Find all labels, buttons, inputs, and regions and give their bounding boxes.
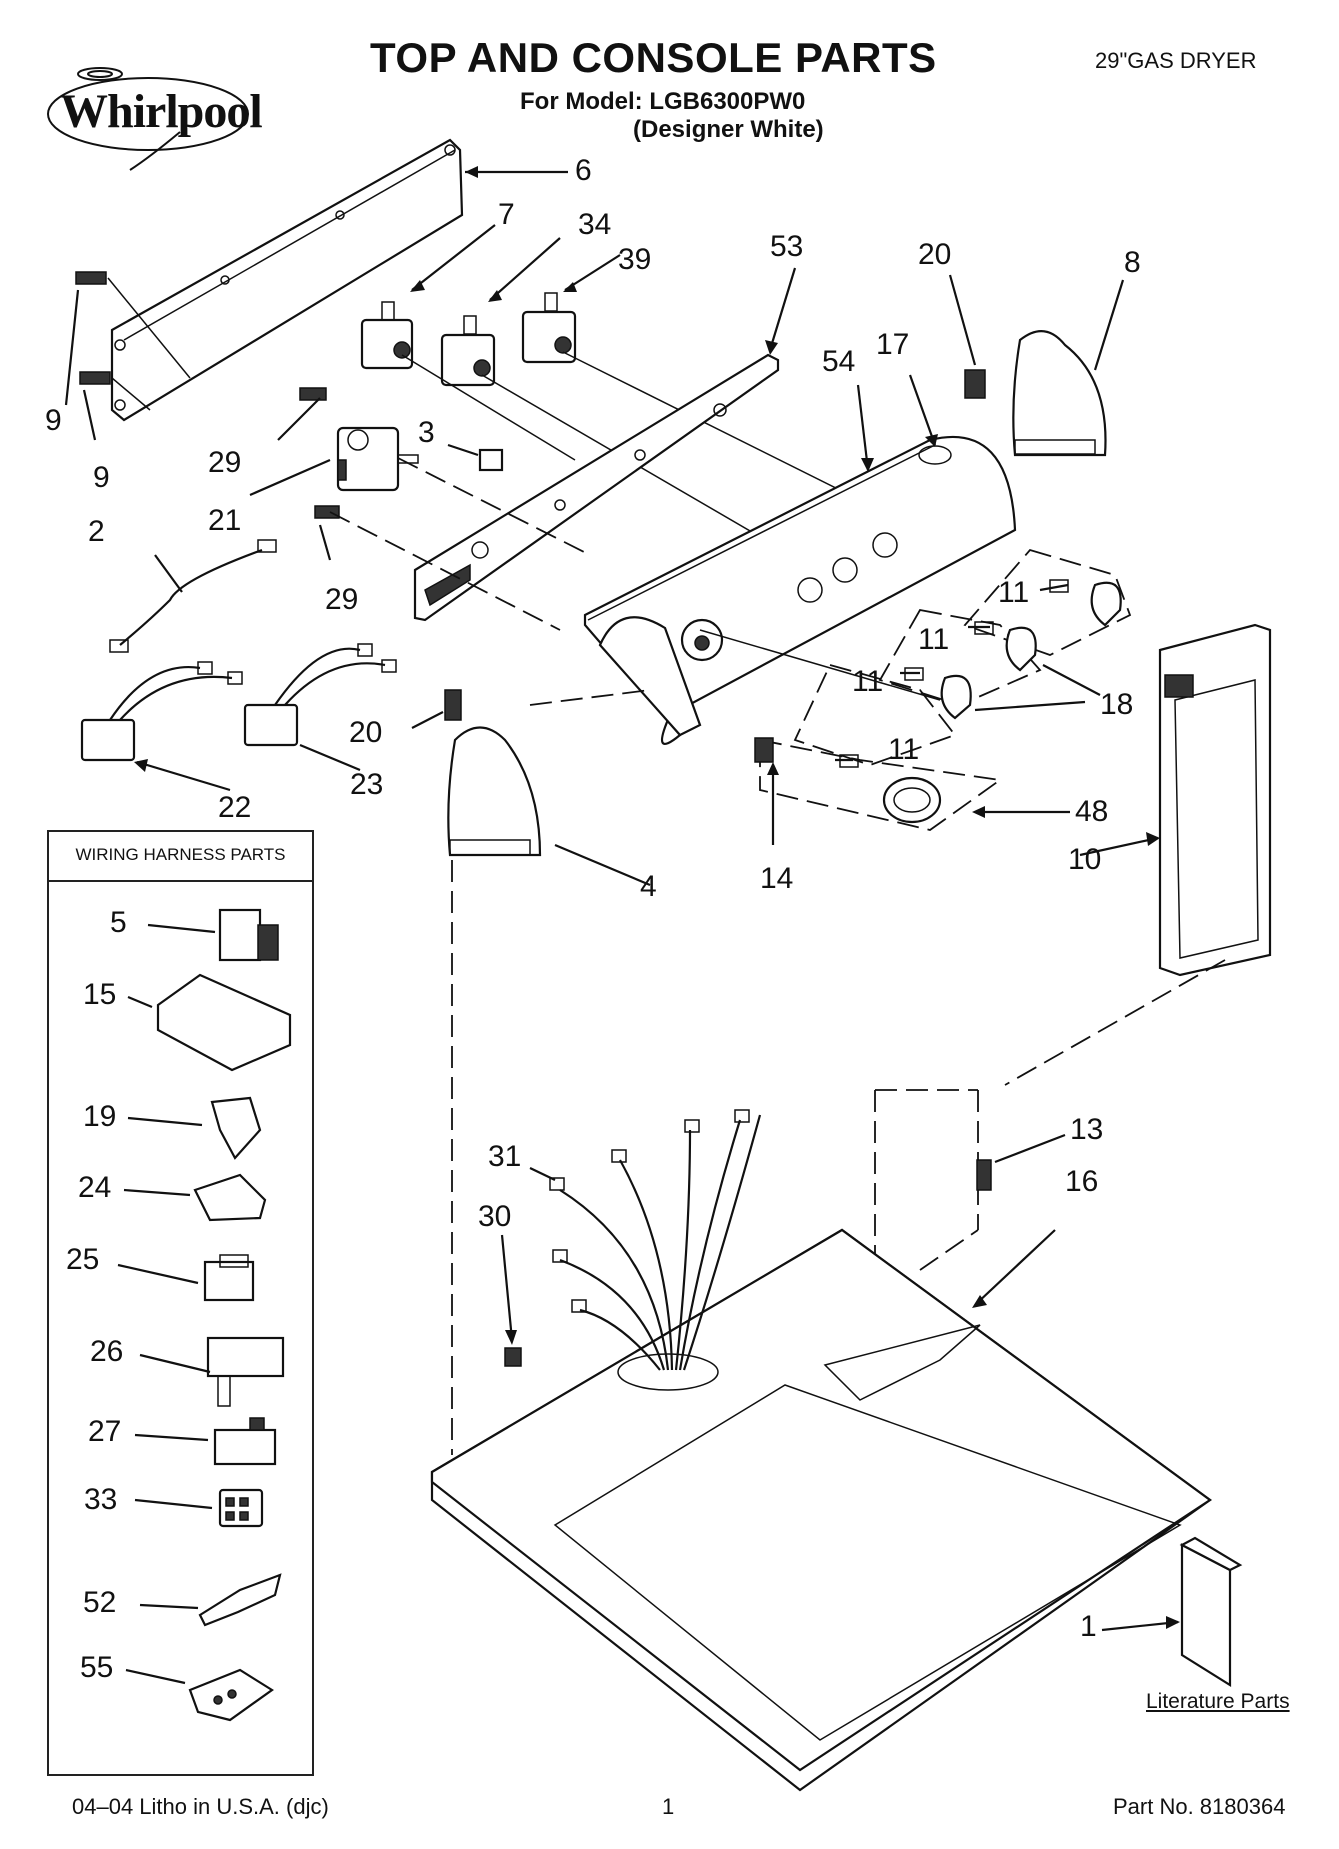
whirlpool-logo: Whirlpool xyxy=(30,62,270,172)
callout-39: 39 xyxy=(618,243,652,276)
callout-10: 10 xyxy=(1068,843,1102,876)
part-39-switch xyxy=(521,292,577,364)
part-3-clip xyxy=(478,448,504,472)
harness-label-52: 52 xyxy=(83,1586,117,1619)
callout-20-upper: 20 xyxy=(918,238,952,271)
part-34-switch xyxy=(440,315,496,387)
harness-label-55: 55 xyxy=(80,1651,114,1684)
part-10-lint-screen xyxy=(1158,623,1272,977)
model-line: For Model: LGB6300PW0 xyxy=(520,88,806,115)
part-9-screws xyxy=(75,271,111,385)
footer-part-number: Part No. 8180364 xyxy=(1113,1794,1286,1819)
callout-22: 22 xyxy=(218,791,252,824)
part-31-wire-bundle xyxy=(549,1109,762,1371)
variant-line: (Designer White) xyxy=(633,116,824,143)
harness-label-15: 15 xyxy=(83,978,117,1011)
callout-16: 16 xyxy=(1065,1165,1099,1198)
callout-30: 30 xyxy=(478,1200,512,1233)
part-2-wire xyxy=(109,539,277,653)
harness-part-55 xyxy=(188,1668,274,1722)
part-4-end-cap-left xyxy=(447,726,542,857)
footer-litho: 04–04 Litho in U.S.A. (djc) xyxy=(72,1794,329,1819)
harness-part-25 xyxy=(203,1254,255,1302)
callout-48: 48 xyxy=(1075,795,1109,828)
page-title: TOP AND CONSOLE PARTS xyxy=(370,34,937,81)
harness-part-15 xyxy=(156,973,292,1072)
callout-9-upper: 9 xyxy=(45,404,62,437)
part-16-top-panel xyxy=(430,1228,1212,1792)
callout-29-lower: 29 xyxy=(325,583,359,616)
part-13-screw xyxy=(976,1159,992,1191)
harness-part-24 xyxy=(193,1173,267,1222)
knob-assembly xyxy=(680,532,1132,831)
harness-label-24: 24 xyxy=(78,1171,112,1204)
callout-34: 34 xyxy=(578,208,612,241)
part-1-literature xyxy=(1179,1536,1243,1687)
callout-31: 31 xyxy=(488,1140,522,1173)
brand-wordmark: Whirlpool xyxy=(60,85,263,138)
callout-11-a: 11 xyxy=(998,576,1030,609)
part-21-timer xyxy=(336,426,419,492)
part-23-harness xyxy=(243,643,397,747)
wiring-harness-box xyxy=(47,830,314,1776)
harness-label-19: 19 xyxy=(83,1100,117,1133)
product-type: 29"GAS DRYER xyxy=(1095,48,1257,73)
callout-11-b: 11 xyxy=(918,623,950,656)
callout-54: 54 xyxy=(822,345,856,378)
callout-18: 18 xyxy=(1100,688,1134,721)
wiring-harness-heading: WIRING HARNESS PARTS xyxy=(47,830,314,882)
callout-29-upper: 29 xyxy=(208,446,242,479)
callout-17: 17 xyxy=(876,328,910,361)
harness-label-27: 27 xyxy=(88,1415,122,1448)
callout-6: 6 xyxy=(575,154,592,187)
literature-parts-label: Literature Parts xyxy=(1146,1690,1290,1713)
callout-2: 2 xyxy=(88,515,105,548)
callout-14: 14 xyxy=(760,862,794,895)
part-29-screw-lower xyxy=(314,505,340,519)
harness-label-26: 26 xyxy=(90,1335,124,1368)
callout-20-lower: 20 xyxy=(349,716,383,749)
swirl-icon xyxy=(47,67,249,171)
harness-part-52 xyxy=(198,1573,282,1627)
part-20-screw-lower xyxy=(444,689,462,721)
callout-53: 53 xyxy=(770,230,804,263)
callout-4: 4 xyxy=(640,870,657,903)
callout-11-c: 11 xyxy=(852,665,884,698)
harness-part-33 xyxy=(218,1488,264,1528)
part-54-console xyxy=(583,435,1017,745)
harness-label-25: 25 xyxy=(66,1243,100,1276)
callout-7: 7 xyxy=(498,198,515,231)
harness-label-5: 5 xyxy=(110,906,127,939)
harness-label-33: 33 xyxy=(84,1483,118,1516)
part-14-screw xyxy=(754,737,774,763)
part-22-harness xyxy=(80,661,243,762)
callout-8: 8 xyxy=(1124,246,1141,279)
part-30-clip xyxy=(504,1347,522,1367)
harness-part-27 xyxy=(213,1417,277,1466)
callout-23: 23 xyxy=(350,768,384,801)
part-8-end-cap-right xyxy=(1012,330,1107,457)
callout-11-d: 11 xyxy=(888,733,920,766)
part-20-screw-upper xyxy=(964,369,986,399)
harness-part-5 xyxy=(218,908,279,962)
harness-part-19 xyxy=(210,1096,262,1160)
callout-21: 21 xyxy=(208,504,242,537)
callout-9-lower: 9 xyxy=(93,461,110,494)
harness-part-26 xyxy=(206,1336,285,1407)
footer-page-number: 1 xyxy=(662,1794,675,1819)
part-29-screw-upper xyxy=(299,387,327,401)
part-6-rear-bracket xyxy=(110,138,464,422)
part-7-switch xyxy=(360,301,414,370)
callout-13: 13 xyxy=(1070,1113,1104,1146)
part-53-control-panel xyxy=(413,353,780,622)
callout-1: 1 xyxy=(1080,1610,1097,1643)
callout-3: 3 xyxy=(418,416,435,449)
